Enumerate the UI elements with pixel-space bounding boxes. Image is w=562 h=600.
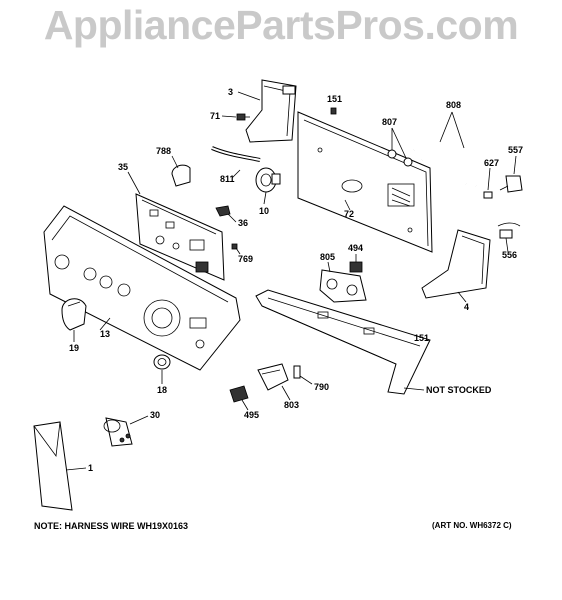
label-3: 3 (228, 87, 233, 97)
part-790[interactable] (293, 365, 301, 379)
part-end-cap-lower[interactable] (421, 229, 491, 299)
part-knob-788[interactable] (171, 164, 191, 187)
part-hose-clamps[interactable] (387, 149, 413, 167)
label-10: 10 (259, 206, 269, 216)
label-151-upper: 151 (327, 94, 342, 104)
part-back-panel[interactable] (297, 111, 433, 253)
label-805: 805 (320, 252, 335, 262)
part-803[interactable] (257, 363, 289, 391)
part-control-panel[interactable] (43, 205, 241, 371)
label-769: 769 (238, 254, 253, 264)
label-30: 30 (150, 410, 160, 420)
part-inlet-hoses[interactable] (412, 139, 478, 187)
label-790: 790 (314, 382, 329, 392)
label-13: 13 (100, 329, 110, 339)
part-literature-envelope[interactable] (33, 421, 73, 511)
label-72: 72 (344, 209, 354, 219)
label-4: 4 (464, 302, 469, 312)
label-807: 807 (382, 117, 397, 127)
part-knob-19[interactable] (61, 298, 87, 331)
watermark: AppliancePartsPros.com (43, 2, 519, 48)
part-end-cap-upper[interactable] (245, 79, 297, 143)
label-71: 71 (210, 111, 220, 121)
label-not-stocked: NOT STOCKED (426, 385, 492, 395)
label-1: 1 (88, 463, 93, 473)
part-control-board[interactable] (135, 193, 225, 281)
part-pressure-switch[interactable] (255, 167, 281, 193)
part-clip[interactable] (483, 191, 493, 199)
part-thermistor[interactable] (497, 222, 521, 239)
part-button-cap[interactable] (153, 354, 171, 370)
part-sensor[interactable] (499, 175, 523, 193)
part-connector-36[interactable] (215, 205, 231, 217)
part-screw-151-upper[interactable] (330, 107, 337, 115)
label-495: 495 (244, 410, 259, 420)
part-769[interactable] (231, 243, 238, 250)
label-808: 808 (446, 100, 461, 110)
part-screw[interactable] (236, 113, 250, 121)
part-mounting-rail[interactable] (255, 289, 431, 395)
harness-note: NOTE: HARNESS WIRE WH19X0163 (34, 521, 189, 531)
part-495[interactable] (229, 385, 249, 403)
art-number: (ART NO. WH6372 C) (432, 521, 512, 530)
part-water-valve[interactable] (319, 269, 367, 303)
label-556: 556 (502, 250, 517, 260)
label-803: 803 (284, 400, 299, 410)
label-151-lower: 151 (414, 333, 429, 343)
part-small-hose[interactable] (211, 146, 261, 162)
label-557: 557 (508, 145, 523, 155)
label-494: 494 (348, 243, 363, 253)
label-627: 627 (484, 158, 499, 168)
label-36: 36 (238, 218, 248, 228)
label-18: 18 (157, 385, 167, 395)
label-35: 35 (118, 162, 128, 172)
label-19: 19 (69, 343, 79, 353)
part-494[interactable] (349, 261, 363, 273)
label-788: 788 (156, 146, 171, 156)
part-capacitor[interactable] (103, 417, 133, 447)
label-811: 811 (220, 174, 235, 184)
